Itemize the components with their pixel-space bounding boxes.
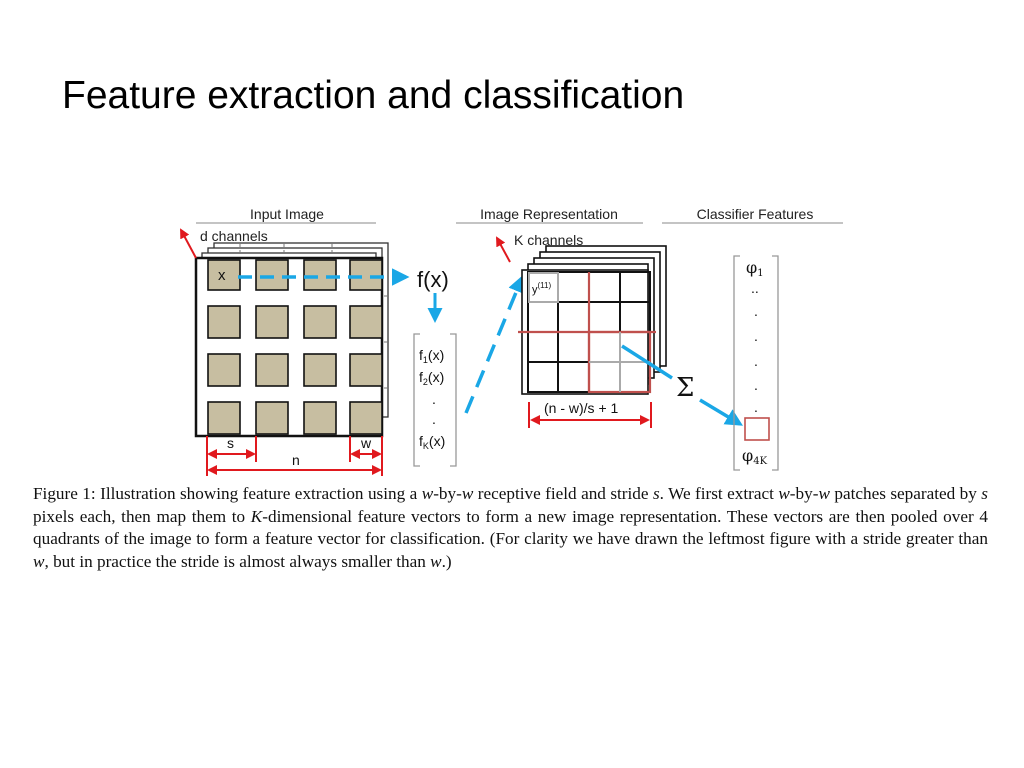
feature-vector-bracket-right xyxy=(450,333,457,467)
phi-last: φ4K xyxy=(742,446,768,467)
svg-text:.: . xyxy=(754,303,758,319)
dots-top: .. xyxy=(751,280,759,296)
k-channels-label: K channels xyxy=(514,232,583,248)
y11-cell xyxy=(528,272,559,303)
feature-to-y-arrow xyxy=(464,274,525,414)
feature-dot-1: . xyxy=(432,391,436,407)
classifier-bracket-left xyxy=(733,255,740,471)
slide-title: Feature extraction and classification xyxy=(62,74,685,117)
feature-vector-bracket-left xyxy=(413,333,420,467)
x-label: x xyxy=(218,267,226,284)
s-label: s xyxy=(227,435,234,451)
pool-arrow-1 xyxy=(621,344,673,380)
fx-label: f(x) xyxy=(417,267,449,292)
svg-text:.: . xyxy=(754,377,758,393)
phi-first: φ1 xyxy=(746,258,764,279)
classifier-dots: . . . . . xyxy=(754,303,758,415)
feature-list: f1(x) f2(x) . . fK(x) xyxy=(419,347,445,451)
pool-arrow-2 xyxy=(699,398,744,426)
d-channels-arrow xyxy=(180,228,197,259)
feature-f2: f2(x) xyxy=(419,369,444,387)
svg-text:.: . xyxy=(754,328,758,344)
classifier-bracket-right xyxy=(772,255,779,471)
input-patches xyxy=(207,259,383,435)
k-channels-arrow xyxy=(496,236,511,263)
feature-dot-2: . xyxy=(432,411,436,427)
sigma-label: Σ xyxy=(676,373,694,403)
size-formula: (n - w)/s + 1 xyxy=(544,400,619,416)
input-image-header: Input Image xyxy=(250,206,324,222)
n-label: n xyxy=(292,452,300,468)
representation-stack xyxy=(521,245,667,395)
feature-f1: f1(x) xyxy=(419,347,444,365)
pooled-feature-cell xyxy=(744,417,770,441)
classifier-features-header: Classifier Features xyxy=(697,206,814,222)
w-label: w xyxy=(360,435,372,451)
image-representation-header: Image Representation xyxy=(480,206,618,222)
feature-fk: fK(x) xyxy=(419,433,445,451)
svg-text:.: . xyxy=(754,353,758,369)
figure-caption: Figure 1: Illustration showing feature e… xyxy=(33,484,988,571)
svg-text:.: . xyxy=(754,399,758,415)
d-channels-label: d channels xyxy=(200,228,268,244)
